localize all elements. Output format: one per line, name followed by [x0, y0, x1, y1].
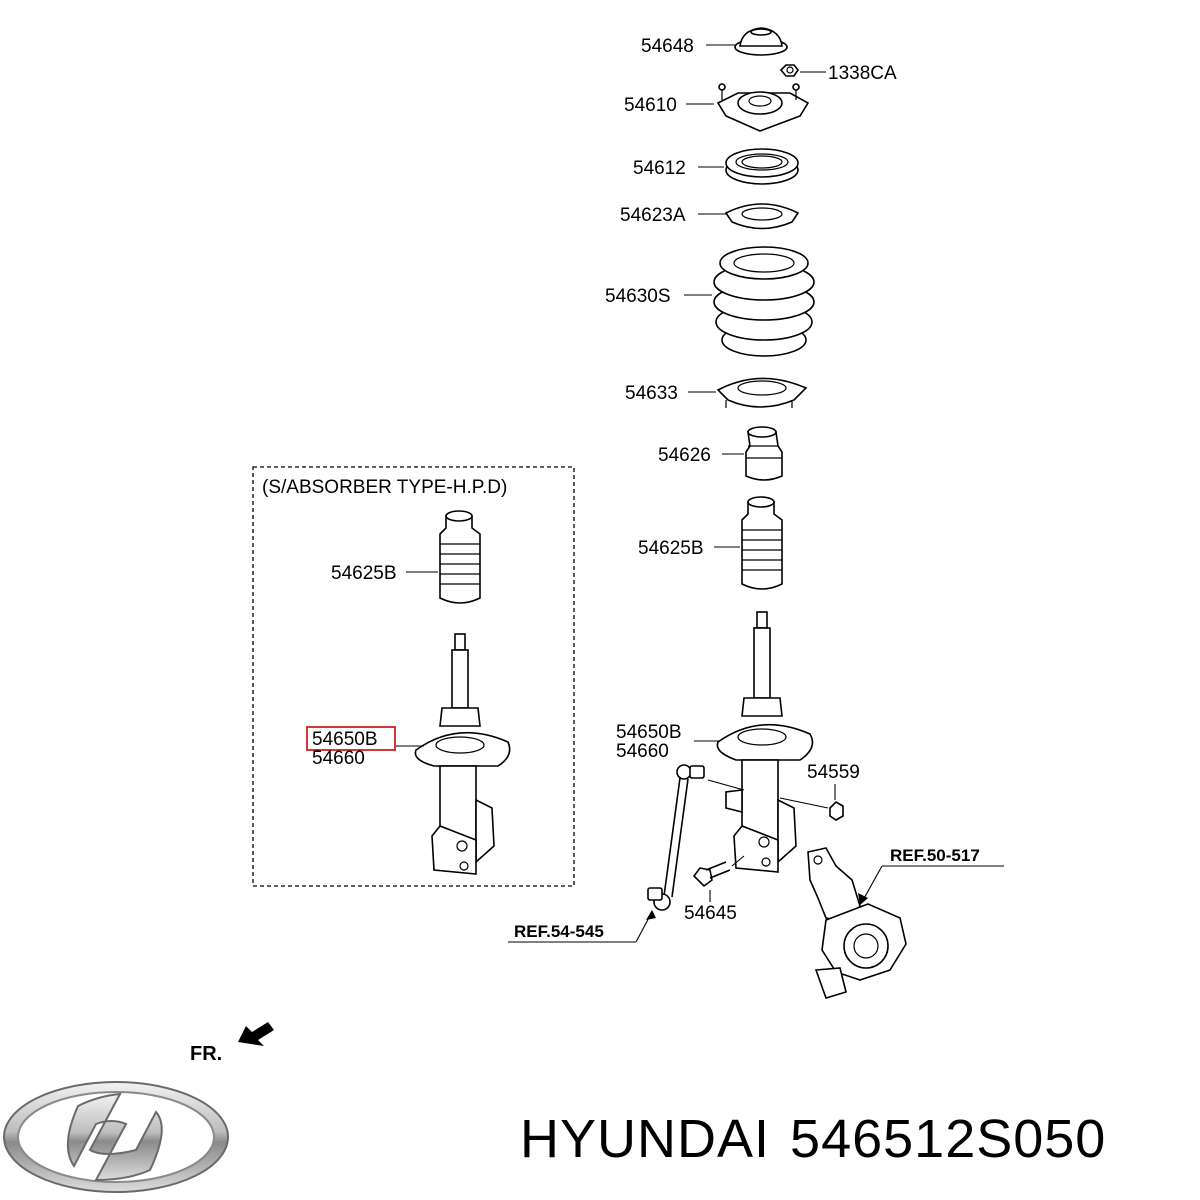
- label-54650B-box: 54650B: [312, 729, 378, 750]
- ref-54-545: REF.54-545: [514, 922, 604, 941]
- part-54630S: [713, 246, 815, 357]
- part-stabilizer-link: [647, 764, 705, 911]
- part-54625B-main: [741, 496, 783, 590]
- part-54633: [716, 377, 808, 408]
- label-54610: 54610: [624, 95, 677, 116]
- label-54625B-main: 54625B: [638, 538, 704, 559]
- label-54626: 54626: [658, 445, 711, 466]
- label-54660-box: 54660: [312, 748, 365, 769]
- footer-caption: HYUNDAI 546512S050: [520, 1108, 1126, 1170]
- part-54625B-box: [439, 510, 481, 604]
- label-54648: 54648: [641, 36, 694, 57]
- hpd-variant-box: [252, 466, 575, 887]
- part-strut-box: [414, 633, 511, 875]
- label-54645: 54645: [684, 903, 737, 924]
- part-54645: [692, 861, 731, 888]
- highlight-54650B: [306, 726, 396, 751]
- part-54612: [725, 148, 799, 185]
- part-54559: [829, 801, 844, 821]
- label-54612: 54612: [633, 158, 686, 179]
- part-54648: [734, 27, 788, 56]
- label-54660-main: 54660: [616, 741, 669, 762]
- label-54650B-main: 54650B: [616, 722, 682, 743]
- part-strut-main: [716, 611, 814, 873]
- label-54633: 54633: [625, 383, 678, 404]
- hpd-box-title: (S/ABSORBER TYPE-H.P.D): [262, 477, 507, 498]
- label-54630S: 54630S: [605, 286, 671, 307]
- part-1338CA: [779, 64, 799, 77]
- part-54623A: [724, 203, 800, 230]
- ref-50-517: REF.50-517: [890, 846, 980, 865]
- hyundai-logo: [3, 1081, 229, 1193]
- label-54559: 54559: [807, 762, 860, 783]
- brand-name: HYUNDAI: [520, 1109, 771, 1169]
- front-label: FR.: [190, 1043, 222, 1065]
- label-54625B-box: 54625B: [331, 563, 397, 584]
- label-1338CA: 1338CA: [828, 63, 897, 84]
- part-number: 546512S050: [790, 1109, 1107, 1169]
- label-54623A: 54623A: [620, 205, 686, 226]
- part-knuckle: [807, 847, 907, 999]
- front-arrow-icon: [238, 1022, 274, 1046]
- part-54610: [716, 83, 810, 132]
- part-54626: [745, 426, 783, 481]
